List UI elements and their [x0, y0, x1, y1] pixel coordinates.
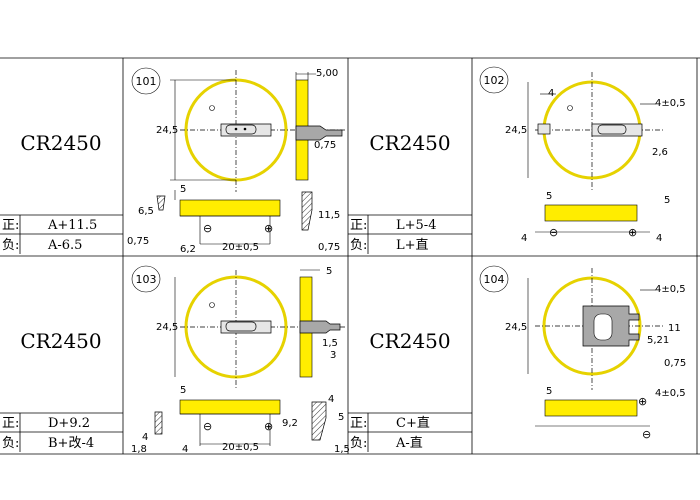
- drawing-number: 103: [136, 273, 157, 286]
- table-grid: [0, 57, 700, 455]
- dim-label: 5: [546, 386, 552, 397]
- dim-label: 6,2: [180, 244, 196, 255]
- dim-label: 5: [546, 191, 552, 202]
- dim-label: 11,5: [318, 210, 340, 221]
- dim-label: 9,2: [282, 418, 298, 429]
- positive-label: 正:: [2, 416, 19, 431]
- dim-label: 5: [180, 385, 186, 396]
- negative-value: B+改-4: [48, 436, 94, 451]
- svg-text:⊕: ⊕: [628, 226, 637, 239]
- negative-label: 负:: [350, 238, 367, 253]
- battery-front: [544, 204, 638, 222]
- svg-text:⊖: ⊖: [203, 420, 212, 433]
- dim-label: 24,5: [156, 125, 178, 136]
- drawing-101: 101 24,5 5,00 0,75 ⊖ ⊕ 5 6,5 0,75 6,2: [127, 67, 345, 255]
- negative-label: 负:: [350, 436, 367, 451]
- dim-label: 1,5: [322, 338, 338, 349]
- dim-label: 5: [326, 266, 332, 277]
- svg-text:⊕: ⊕: [264, 222, 273, 235]
- drawing-103: 103 24,5 5 1,5 3 ⊖ ⊕ 5 4 1,8 4 20±0,5 9,…: [131, 265, 350, 455]
- dim-label: 2,6: [652, 147, 668, 158]
- dim-label: 3: [330, 350, 336, 361]
- model-name: CR2450: [369, 131, 450, 155]
- battery-front: [179, 399, 281, 415]
- negative-label: 负:: [2, 436, 19, 451]
- drawing-104: 104 24,5 4±0,5 11 5,21 0,75 ⊕ ⊖ 5 4±0,5: [479, 265, 686, 441]
- svg-text:⊖: ⊖: [642, 428, 651, 441]
- drawing-number: 102: [484, 74, 505, 87]
- svg-text:⊖: ⊖: [203, 222, 212, 235]
- dim-label: 24,5: [156, 322, 178, 333]
- dim-label: 1,5: [334, 444, 350, 455]
- dim-label: 4±0,5: [655, 388, 686, 399]
- drawing-number: 104: [484, 273, 505, 286]
- dim-label: 0,75: [318, 242, 340, 253]
- dim-label: 5,00: [316, 68, 338, 79]
- positive-value: A+11.5: [47, 218, 97, 233]
- drawing-number: 101: [136, 75, 157, 88]
- positive-value: C+直: [396, 416, 430, 431]
- positive-value: L+5-4: [396, 218, 436, 233]
- positive-label: 正:: [2, 218, 19, 233]
- negative-value: A-直: [395, 436, 423, 451]
- negative-label: 负:: [2, 238, 19, 253]
- dim-label: 1,8: [131, 444, 147, 455]
- drawing-number-circle: [479, 66, 509, 94]
- dim-label: 4: [328, 394, 334, 405]
- dim-label: 4: [182, 444, 188, 455]
- dim-label: 5,21: [647, 335, 669, 346]
- dim-label: 20±0,5: [222, 242, 259, 253]
- svg-text:⊕: ⊕: [638, 395, 647, 408]
- model-name: CR2450: [20, 131, 101, 155]
- svg-text:⊕: ⊕: [264, 420, 273, 433]
- dim-label: 0,75: [664, 358, 686, 369]
- dim-label: 5: [338, 412, 344, 423]
- positive-label: 正:: [350, 416, 367, 431]
- dim-label: 24,5: [505, 125, 527, 136]
- dim-label: 4: [521, 233, 527, 244]
- dim-label: 4: [142, 432, 148, 443]
- battery-front: [544, 399, 638, 417]
- positive-label: 正:: [350, 218, 367, 233]
- dim-label: 4±0,5: [655, 98, 686, 109]
- battery-front: [179, 199, 281, 217]
- dim-label: 0,75: [127, 236, 149, 247]
- dim-label: 5: [180, 184, 186, 195]
- drawing-number-circle: [131, 67, 161, 95]
- model-name: CR2450: [20, 329, 101, 353]
- svg-text:⊖: ⊖: [549, 226, 558, 239]
- drawing-102: 102 24,5 4 4±0,5 2,6 ⊖ ⊕ 5 5 4 4: [479, 66, 686, 244]
- drawing-number-circle: [131, 265, 161, 293]
- negative-tab: [537, 123, 551, 135]
- positive-value: D+9.2: [48, 416, 90, 431]
- dim-label: 20±0,5: [222, 442, 259, 453]
- dim-label: 6,5: [138, 206, 154, 217]
- negative-value: L+直: [396, 238, 429, 253]
- dim-label: 0,75: [314, 140, 336, 151]
- dim-label: 4: [656, 233, 662, 244]
- dim-label: 24,5: [505, 322, 527, 333]
- dim-label: 5: [664, 195, 670, 206]
- dim-label: 4±0,5: [655, 284, 686, 295]
- drawing-number-circle: [479, 265, 509, 293]
- dim-label: 4: [548, 88, 554, 99]
- negative-value: A-6.5: [47, 238, 82, 253]
- dim-label: 11: [668, 323, 681, 334]
- model-name: CR2450: [369, 329, 450, 353]
